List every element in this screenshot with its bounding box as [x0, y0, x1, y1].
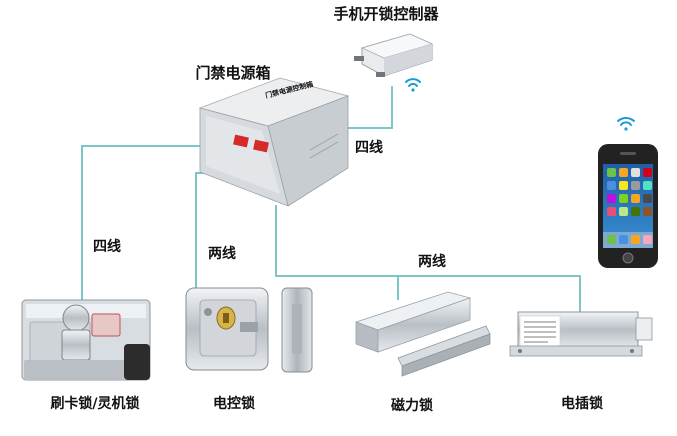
magnetic-lock — [354, 291, 491, 377]
electric-bolt-lock — [509, 311, 653, 357]
box-stamp-icon — [233, 134, 249, 148]
app-icons — [603, 168, 653, 248]
box-stamp-icon-2 — [253, 139, 269, 153]
label-phone-controller: 手机开锁控制器 — [333, 5, 439, 23]
wire-box-to-controller — [338, 86, 393, 129]
wifi-icon-phone — [617, 117, 635, 131]
wire-box-to-strike-locks — [275, 205, 581, 312]
phone-unlock-controller — [354, 33, 434, 77]
label-magnetic-lock: 磁力锁 — [391, 397, 433, 414]
label-card-lock: 刷卡锁/灵机锁 — [50, 395, 139, 412]
label-wire-two-mid: 两线 — [208, 245, 236, 262]
wire-box-to-card-lock — [81, 145, 206, 300]
label-wire-two-right: 两线 — [418, 253, 446, 270]
wire-box-to-electric-lock — [195, 172, 212, 300]
label-power-box: 门禁电源箱 — [195, 64, 270, 82]
label-wire-four-left: 四线 — [93, 238, 121, 255]
power-box — [198, 77, 350, 207]
electric-control-lock — [185, 287, 313, 373]
label-electric-lock: 电控锁 — [213, 395, 255, 412]
label-bolt-lock: 电插锁 — [561, 395, 603, 412]
label-wire-four-top: 四线 — [355, 139, 383, 156]
card-lock — [21, 299, 151, 381]
wifi-icon — [405, 78, 421, 92]
smartphone — [598, 144, 658, 268]
